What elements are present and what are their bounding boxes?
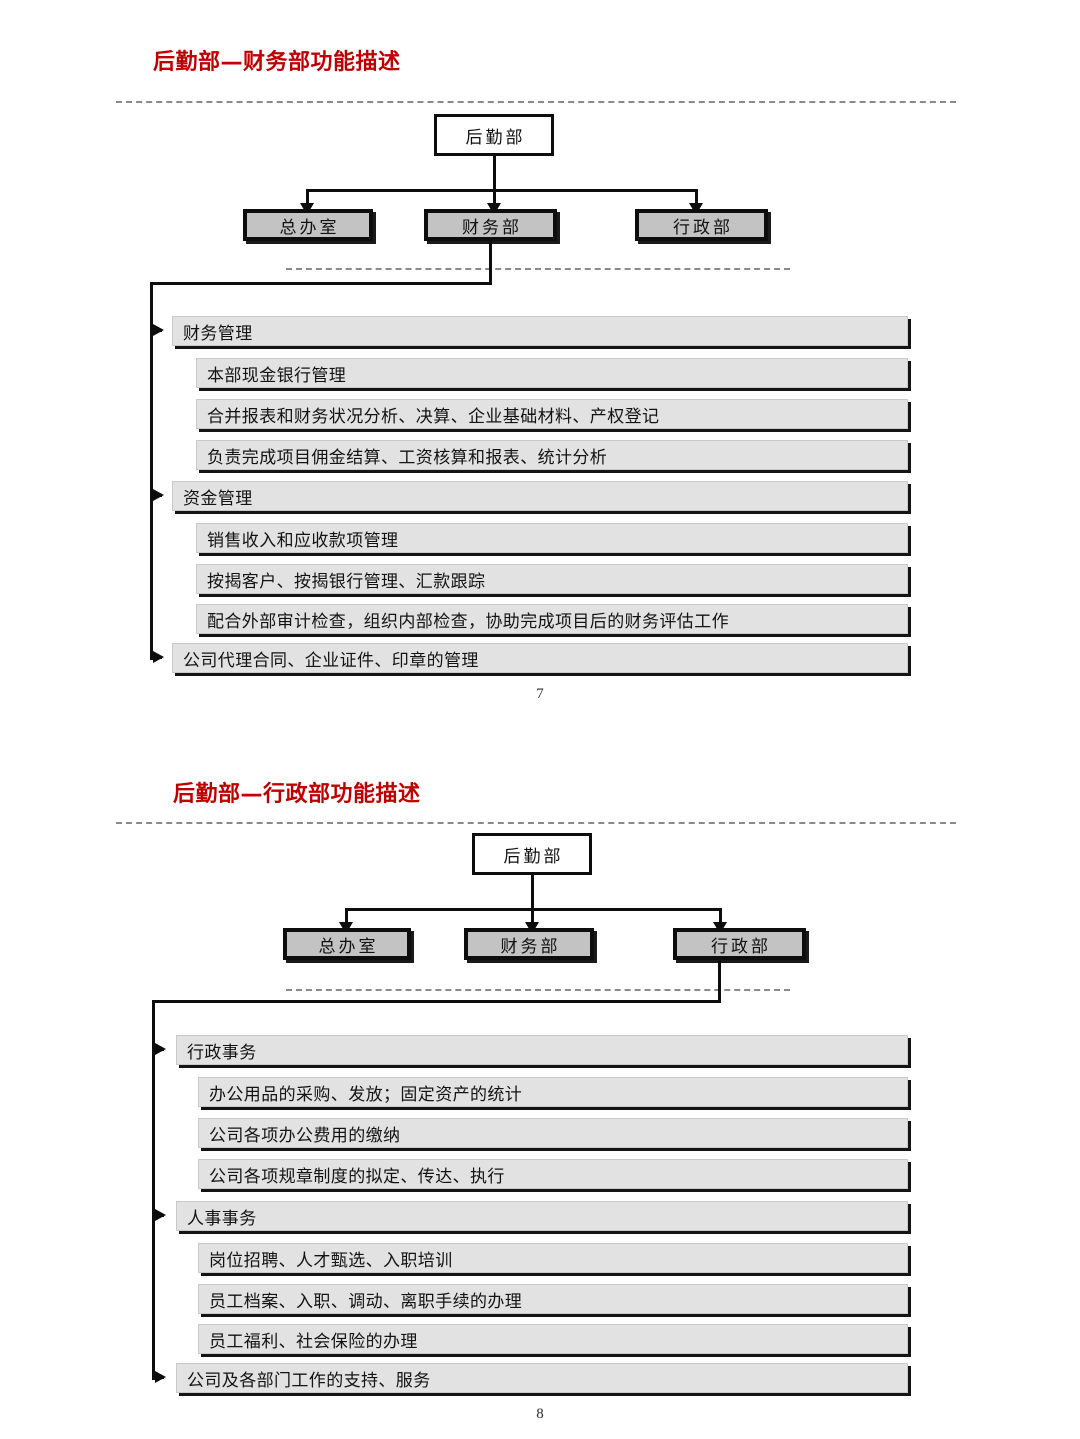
connector-group-3-stub <box>152 1376 164 1379</box>
function-item[interactable]: 销售收入和应收款项管理 <box>196 523 908 553</box>
connector-group-1-stub <box>152 1048 164 1051</box>
function-item[interactable]: 员工档案、入职、调动、离职手续的办理 <box>198 1284 908 1314</box>
connector-spine <box>150 282 153 660</box>
connector-group-1-stub <box>150 329 162 332</box>
org-box-child-3[interactable]: 行政部 <box>635 209 768 241</box>
title-divider <box>116 822 956 824</box>
connector-drop-left <box>345 908 348 928</box>
function-item[interactable]: 配合外部审计检查，组织内部检查，协助完成项目后的财务评估工作 <box>196 604 908 634</box>
connector-drop-middle <box>531 908 534 928</box>
page-number: 7 <box>536 686 544 702</box>
connector-drop-right <box>719 908 722 928</box>
org-box-child-1[interactable]: 总办室 <box>243 209 373 241</box>
function-item[interactable]: 员工福利、社会保险的办理 <box>198 1324 908 1354</box>
function-group-heading[interactable]: 公司代理合同、企业证件、印章的管理 <box>172 643 908 673</box>
org-box-child-2[interactable]: 财务部 <box>464 928 594 960</box>
connector-root-stem <box>493 156 496 191</box>
function-item[interactable]: 办公用品的采购、发放；固定资产的统计 <box>198 1077 908 1107</box>
function-group-heading[interactable]: 人事事务 <box>176 1201 908 1231</box>
function-item[interactable]: 按揭客户、按揭银行管理、汇款跟踪 <box>196 564 908 594</box>
connector-elbow-horizontal <box>150 282 492 285</box>
connector-elbow-horizontal <box>152 1000 721 1003</box>
function-item[interactable]: 负责完成项目佣金结算、工资核算和报表、统计分析 <box>196 440 908 470</box>
org-box-child-3[interactable]: 行政部 <box>673 928 806 960</box>
connector-spine <box>152 1000 155 1380</box>
function-item[interactable]: 合并报表和财务状况分析、决算、企业基础材料、产权登记 <box>196 399 908 429</box>
function-group-heading[interactable]: 财务管理 <box>172 316 908 346</box>
function-item[interactable]: 本部现金银行管理 <box>196 358 908 388</box>
page-title: 后勤部—行政部功能描述 <box>173 782 421 807</box>
org-box-root[interactable]: 后勤部 <box>472 833 592 875</box>
page-number: 8 <box>536 1406 544 1422</box>
org-box-root[interactable]: 后勤部 <box>434 114 554 156</box>
function-item[interactable]: 公司各项规章制度的拟定、传达、执行 <box>198 1159 908 1189</box>
function-group-heading[interactable]: 行政事务 <box>176 1035 908 1065</box>
connector-root-stem <box>531 875 534 910</box>
function-item[interactable]: 岗位招聘、人才甄选、入职培训 <box>198 1243 908 1273</box>
connector-dept-stem <box>718 960 721 1003</box>
department-divider <box>286 268 790 270</box>
section-logistics-administration: 后勤部—行政部功能描述 后勤部 总办室 财务部 行政部 行政事务 办公用品的采购… <box>0 720 1080 1439</box>
function-item[interactable]: 公司各项办公费用的缴纳 <box>198 1118 908 1148</box>
connector-horizontal-bus <box>306 189 698 192</box>
department-divider <box>286 989 790 991</box>
connector-dept-stem <box>489 241 492 284</box>
org-box-child-1[interactable]: 总办室 <box>283 928 411 960</box>
connector-group-3-stub <box>150 656 162 659</box>
connector-drop-left <box>306 189 309 209</box>
page-title: 后勤部—财务部功能描述 <box>153 50 401 75</box>
connector-group-2-stub <box>152 1214 164 1217</box>
title-divider <box>116 101 956 103</box>
function-group-heading[interactable]: 公司及各部门工作的支持、服务 <box>176 1363 908 1393</box>
connector-drop-middle <box>493 189 496 209</box>
connector-drop-right <box>695 189 698 209</box>
connector-group-2-stub <box>150 494 162 497</box>
org-box-child-2[interactable]: 财务部 <box>424 209 557 241</box>
function-group-heading[interactable]: 资金管理 <box>172 481 908 511</box>
section-logistics-finance: 后勤部—财务部功能描述 后勤部 总办室 财务部 行政部 财务管理 本部现金银行管… <box>116 50 956 702</box>
